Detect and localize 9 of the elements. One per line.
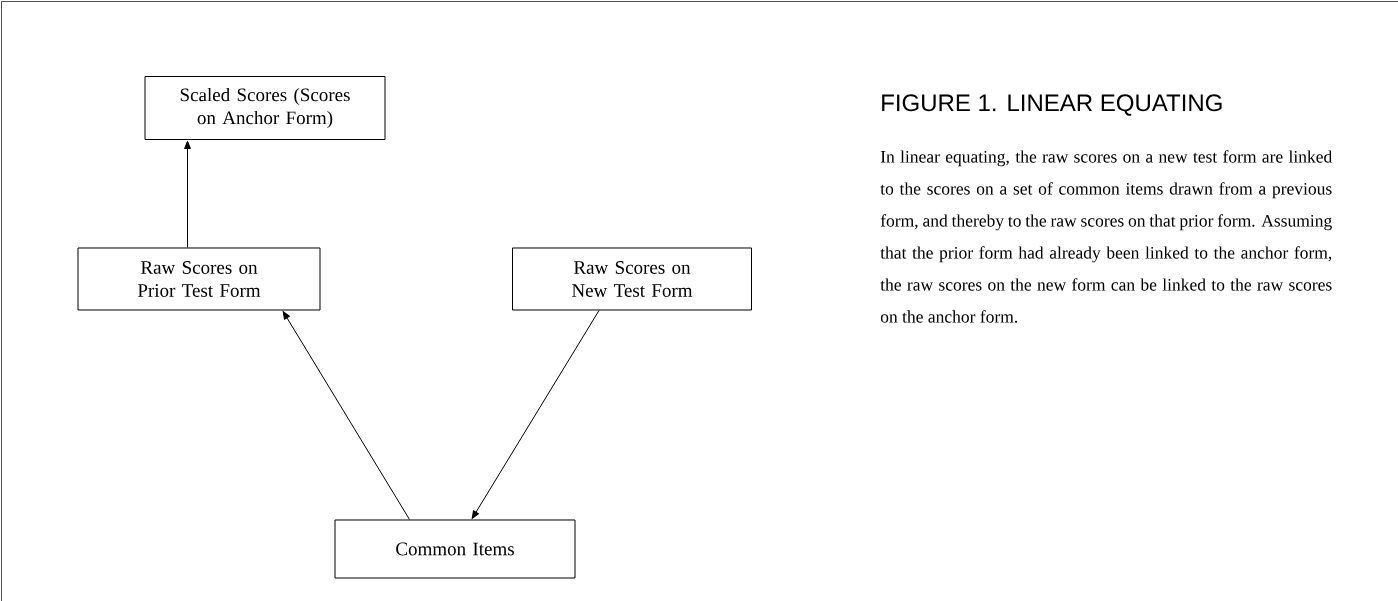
text-box: Raw Scores on New Test Form: [512, 247, 752, 311]
text-box: Scaled Scores (Scores on Anchor Form): [144, 76, 386, 140]
figure-title: FIGURE 1. LINEAR EQUATING: [882, 94, 1222, 116]
text-box: Common Items: [334, 519, 576, 579]
arrow: [184, 140, 191, 248]
caption-paragraph: In linear equating, the raw scores on a new test form are linked to the scores on a set of common items drawn from a previous form, and thereby to the raw scores on that prior form. Assuming that the prior form had already been linked to the anchor form, the raw scores on the new form can be linked to the raw scores on the anchor form.: [880, 150, 1332, 323]
arrow: [282, 311, 410, 520]
text-box: Raw Scores on Prior Test Form: [77, 247, 321, 311]
arrow: [471, 310, 600, 519]
